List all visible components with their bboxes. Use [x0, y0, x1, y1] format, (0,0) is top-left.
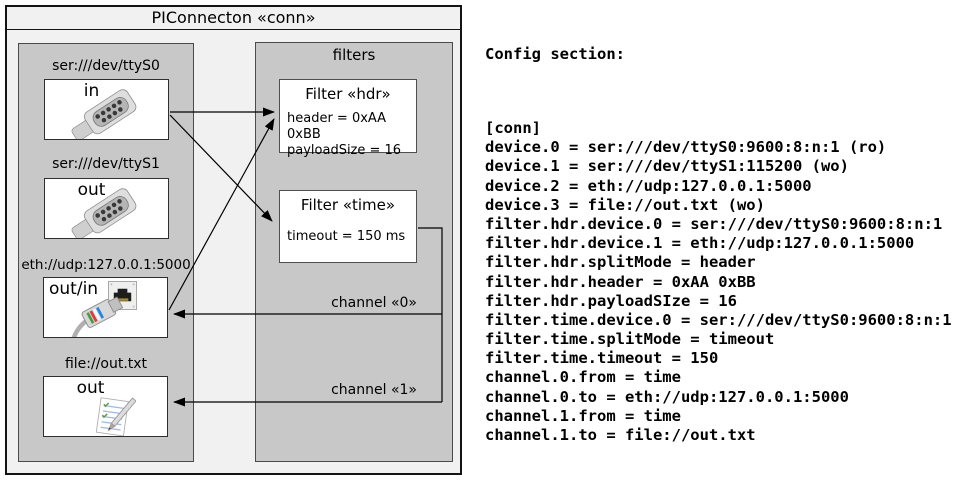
config-line: channel.0.from = time: [485, 368, 681, 387]
device-label-ttys0: ser:///dev/ttyS0: [52, 58, 160, 74]
filters-panel: filters Filter «hdr» header = 0xAA 0xBB …: [255, 42, 453, 462]
config-line: filter.hdr.payloadSIze = 16: [485, 291, 737, 310]
config-line: filter.time.splitMode = timeout: [485, 330, 775, 349]
config-line: filter.hdr.splitMode = header: [485, 253, 756, 272]
config-line: filter.hdr.device.0 = ser:///dev/ttyS0:9…: [485, 214, 943, 233]
filter-time-box: Filter «time» timeout = 150 ms: [279, 190, 417, 263]
config-line: channel.1.to = file://out.txt: [485, 426, 756, 444]
filters-panel-title: filters: [332, 46, 376, 64]
config-line: device.3 = file://out.txt (wo): [485, 195, 765, 214]
config-line: filter.hdr.device.1 = eth://udp:127.0.0.…: [485, 234, 915, 253]
notepad-icon: [95, 397, 136, 436]
connection-diagram: PIConnecton «conn» ser:///dev/ttyS0 in: [0, 0, 470, 484]
config-lines: [conn]device.0 = ser:///dev/ttyS0:9600:8…: [485, 119, 952, 445]
filter-title: Filter «hdr»: [305, 85, 391, 103]
diagram-title: PIConnecton «conn»: [7, 7, 460, 30]
channel-1-label: channel «1»: [331, 382, 417, 398]
config-section: Config section: [conn]device.0 = ser:///…: [485, 9, 952, 481]
config-line: filter.time.timeout = 150: [485, 349, 719, 368]
filter-property: timeout = 150 ms: [287, 229, 406, 244]
device-port-name: in: [83, 81, 100, 101]
ethernet-connector-icon: [69, 296, 124, 337]
device-box-file: out: [43, 376, 168, 437]
channel-0-label: channel «0»: [331, 295, 417, 311]
filter-property: header = 0xAA 0xBB: [287, 111, 387, 142]
config-line: channel.0.to = eth://udp:127.0.0.1:5000: [485, 387, 849, 406]
config-line: [conn]: [485, 119, 541, 137]
filter-hdr-box: Filter «hdr» header = 0xAA 0xBB payloadS…: [279, 79, 417, 158]
device-box-eth: out/in: [43, 277, 168, 338]
device-port-name: out: [77, 180, 106, 200]
config-line: device.1 = ser:///dev/ttyS1:115200 (wo): [485, 157, 849, 176]
config-line: filter.time.device.0 = ser:///dev/ttyS0:…: [485, 310, 952, 329]
device-label-ttys1: ser:///dev/ttyS1: [52, 156, 160, 172]
config-line: device.2 = eth://udp:127.0.0.1:5000: [485, 176, 812, 195]
device-port-name: out: [76, 378, 105, 398]
serial-connector-icon: [71, 188, 137, 238]
device-box-ttys0: in: [44, 79, 169, 140]
filter-title: Filter «time»: [300, 196, 396, 214]
device-label-eth: eth://udp:127.0.0.1:5000: [21, 257, 191, 273]
devices-panel: ser:///dev/ttyS0 in ser:///dev/ttyS1: [18, 43, 194, 462]
device-label-file: file://out.txt: [64, 356, 148, 372]
config-heading: Config section:: [485, 45, 625, 63]
filter-property: payloadSize = 16: [287, 143, 402, 158]
serial-connector-icon: [71, 89, 137, 139]
config-line: channel.1.from = time: [485, 406, 681, 425]
config-line: device.0 = ser:///dev/ttyS0:9600:8:n:1 (…: [485, 138, 887, 157]
device-port-name: out/in: [49, 279, 99, 299]
config-line: filter.hdr.header = 0xAA 0xBB: [485, 272, 756, 291]
device-box-ttys1: out: [44, 178, 169, 239]
